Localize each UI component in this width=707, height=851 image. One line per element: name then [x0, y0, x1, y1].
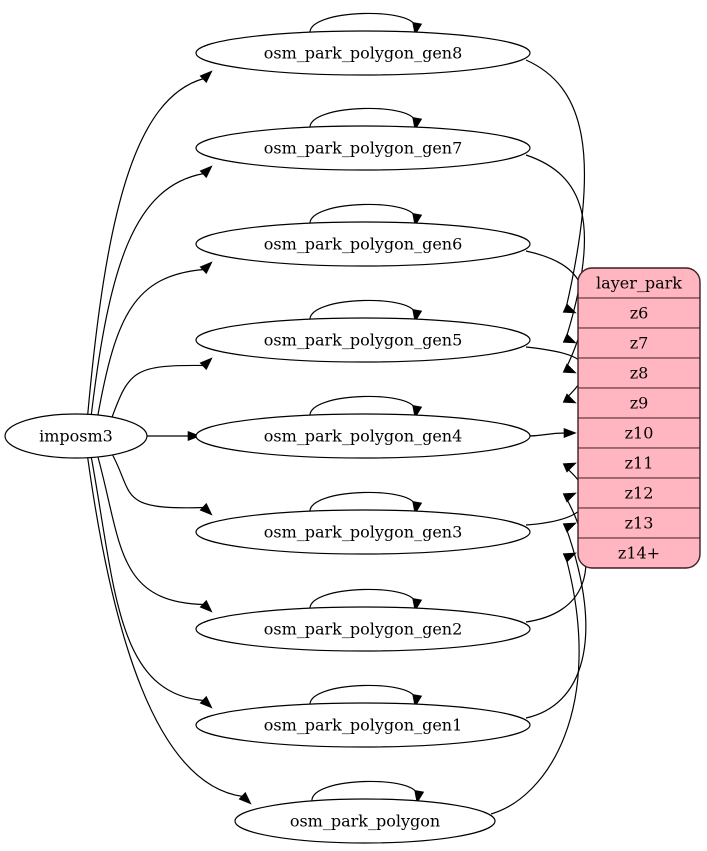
node-osm_park_polygon_gen5[interactable]: osm_park_polygon_gen5: [195, 317, 531, 363]
table-row-z14plus[interactable]: [578, 537, 700, 568]
edge-osm_park_polygon_gen1-to-z13: [525, 527, 587, 719]
edge-source-to-osm_park_polygon_gen7: [90, 172, 205, 416]
table-row-z9-label: z9: [630, 394, 649, 413]
edge-osm_park_polygon-to-z14+: [490, 557, 580, 815]
table-row-z6[interactable]: [578, 297, 700, 329]
edge-arrow-source-to-osm_park_polygon_gen6: [199, 261, 213, 275]
node-ellipse-osm_park_polygon[interactable]: [234, 798, 496, 844]
edge-arrow-source-to-osm_park_polygon_gen2: [199, 599, 213, 613]
table-row-z11-label: z11: [625, 454, 654, 473]
node-osm_park_polygon_gen1[interactable]: osm_park_polygon_gen1: [195, 702, 531, 748]
node-label-osm_park_polygon_gen8: osm_park_polygon_gen8: [264, 44, 463, 63]
edge-arrow-source-to-osm_park_polygon: [238, 791, 252, 805]
node-label-osm_park_polygon_gen1: osm_park_polygon_gen1: [264, 716, 463, 735]
node-label-osm_park_polygon: osm_park_polygon: [290, 812, 440, 831]
edge-arrow-osm_park_polygon_gen8-to-z6: [562, 303, 577, 314]
edge-source-to-osm_park_polygon_gen1: [90, 456, 204, 702]
self-loop-osm_park_polygon: [311, 780, 418, 803]
edge-osm_park_polygon_gen7-to-z7: [525, 154, 586, 339]
edge-arrow-osm_park_polygon-to-z14+: [562, 552, 577, 563]
edge-arrow-source-to-osm_park_polygon_gen7: [199, 165, 213, 179]
node-osm_park_polygon_gen2[interactable]: osm_park_polygon_gen2: [195, 606, 531, 652]
node-osm_park_polygon_gen6[interactable]: osm_park_polygon_gen6: [195, 221, 531, 267]
edges-from-source-group: [87, 70, 252, 805]
table-row-z13-label: z13: [625, 514, 654, 533]
edge-arrow-source-to-osm_park_polygon_gen4: [187, 430, 201, 442]
edge-arrow-osm_park_polygon_gen3-to-z11: [562, 462, 577, 473]
node-label-osm_park_polygon_gen7: osm_park_polygon_gen7: [264, 139, 463, 158]
self-loop-osm_park_polygon_gen3: [309, 491, 416, 514]
source-node-group: imposm3: [4, 413, 148, 459]
table-row-z10[interactable]: [578, 417, 700, 449]
edge-osm_park_polygon_gen4-to-z10: [525, 432, 566, 437]
self-loop-osm_park_polygon_gen6: [309, 203, 416, 226]
self-loop-arrow-osm_park_polygon: [414, 789, 425, 804]
table-row-z7-label: z7: [630, 334, 649, 353]
node-osm_park_polygon_gen7[interactable]: osm_park_polygon_gen7: [195, 125, 531, 171]
node-osm_park_polygon_gen3[interactable]: osm_park_polygon_gen3: [195, 509, 531, 555]
node-label-osm_park_polygon_gen2: osm_park_polygon_gen2: [264, 620, 463, 639]
node-label-osm_park_polygon_gen6: osm_park_polygon_gen6: [264, 235, 463, 254]
edge-source-to-osm_park_polygon: [87, 457, 244, 798]
edge-arrow-source-to-osm_park_polygon_gen1: [199, 695, 213, 709]
edge-source-to-osm_park_polygon_gen8: [87, 77, 205, 415]
table-row-z12-label: z12: [625, 484, 654, 503]
node-ellipse-osm_park_polygon_gen2[interactable]: [195, 606, 531, 652]
edge-source-to-osm_park_polygon_gen6: [97, 268, 205, 417]
node-ellipse-osm_park_polygon_gen8[interactable]: [195, 30, 531, 76]
node-ellipse-osm_park_polygon_gen1[interactable]: [195, 702, 531, 748]
table-row-z14plus-label: z14+: [618, 544, 660, 563]
table-row-z6-label: z6: [630, 304, 649, 323]
edge-arrow-source-to-osm_park_polygon_gen8: [199, 70, 213, 84]
edge-arrow-osm_park_polygon_gen5-to-z9: [562, 393, 577, 404]
self-loop-osm_park_polygon_gen8: [309, 12, 416, 35]
edge-arrow-source-to-osm_park_polygon_gen3: [199, 502, 213, 516]
edge-osm_park_polygon_gen2-to-z12: [525, 497, 587, 623]
node-ellipse-osm_park_polygon_gen7[interactable]: [195, 125, 531, 171]
node-ellipse-osm_park_polygon_gen3[interactable]: [195, 509, 531, 555]
edge-arrow-source-to-osm_park_polygon_gen5: [199, 357, 213, 371]
node-ellipse-osm_park_polygon_gen5[interactable]: [195, 317, 531, 363]
edge-arrow-osm_park_polygon_gen6-to-z8: [562, 363, 577, 374]
table-row-z9[interactable]: [578, 387, 700, 419]
edge-arrow-osm_park_polygon_gen2-to-z12: [562, 492, 577, 503]
source-node-label: imposm3: [39, 427, 113, 446]
edge-source-to-osm_park_polygon_gen2: [97, 455, 204, 606]
table-row-z8-label: z8: [630, 364, 649, 383]
table-row-z12[interactable]: [578, 477, 700, 509]
edge-arrow-osm_park_polygon_gen7-to-z7: [562, 333, 577, 344]
edge-arrow-osm_park_polygon_gen4-to-z10: [563, 427, 577, 439]
self-loop-osm_park_polygon_gen2: [309, 588, 416, 611]
edge-source-to-osm_park_polygon_gen3: [110, 451, 204, 509]
node-ellipse-osm_park_polygon_gen4[interactable]: [195, 413, 531, 459]
node-label-osm_park_polygon_gen4: osm_park_polygon_gen4: [264, 427, 463, 446]
edge-osm_park_polygon_gen3-to-z11: [525, 467, 587, 526]
layer-table-group: layer_park z6 z7 z8 z9 z10 z11 z12 z13 z14+: [577, 267, 701, 569]
self-loop-osm_park_polygon_gen7: [309, 107, 416, 130]
node-ellipse-osm_park_polygon_gen6[interactable]: [195, 221, 531, 267]
self-loop-osm_park_polygon_gen4: [309, 395, 416, 418]
node-osm_park_polygon_gen4[interactable]: osm_park_polygon_gen4: [195, 413, 531, 459]
node-label-osm_park_polygon_gen5: osm_park_polygon_gen5: [264, 331, 463, 350]
table-row-z13[interactable]: [578, 507, 700, 539]
self-loop-osm_park_polygon_gen5: [309, 299, 416, 322]
table-header-cell-label: layer_park: [596, 274, 682, 293]
process-nodes-group: osm_park_polygon_gen8 osm_park_polygon_ge…: [195, 30, 531, 844]
edge-source-to-osm_park_polygon_gen5: [110, 364, 204, 421]
table-cells-group: layer_park z6 z7 z8 z9 z10 z11 z12 z13 z14+: [578, 268, 700, 568]
table-row-z7[interactable]: [578, 327, 700, 359]
table-row-z10-label: z10: [625, 424, 654, 443]
node-osm_park_polygon_gen8[interactable]: osm_park_polygon_gen8: [195, 30, 531, 76]
self-loop-edges-group: [309, 12, 425, 804]
source-node-ellipse[interactable]: [4, 413, 148, 459]
edge-arrow-osm_park_polygon_gen1-to-z13: [562, 522, 577, 533]
self-loop-osm_park_polygon_gen1: [309, 684, 416, 707]
node-osm_park_polygon[interactable]: osm_park_polygon: [234, 798, 496, 844]
table-border: [577, 267, 701, 569]
edge-osm_park_polygon_gen8-to-z6: [525, 59, 586, 309]
node-label-osm_park_polygon_gen3: osm_park_polygon_gen3: [264, 523, 463, 542]
